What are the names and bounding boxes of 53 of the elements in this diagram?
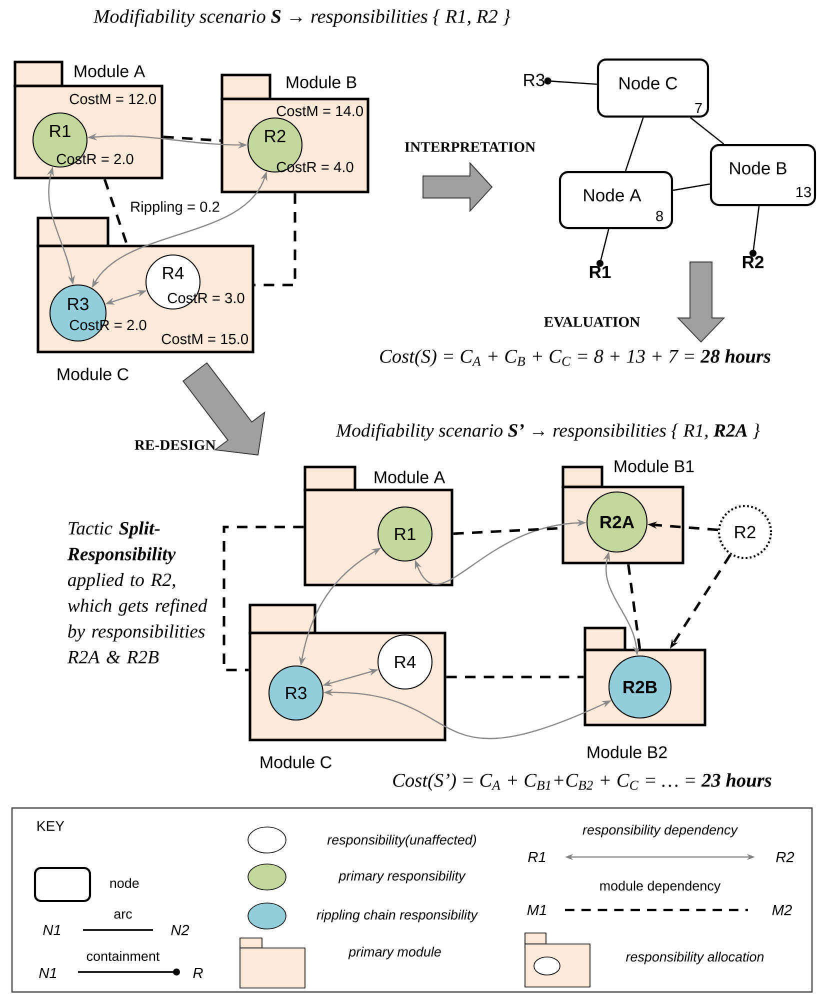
responsibility-label: R1 [590, 266, 611, 278]
legend-label: responsibility(unaffected) [327, 834, 476, 848]
symbol-label: N1 [43, 924, 60, 936]
node-label: Module A [374, 470, 446, 484]
legend-label: node [110, 878, 139, 888]
responsibility-label: R2 [742, 256, 764, 268]
step-label: RE-DESIGN [134, 440, 216, 450]
cost-formula: Cost(S’) = C$_{A}$ + C$_{B1}$+C$_{B2}$ + C$_{C}$ = … = 23 hours [393, 773, 772, 791]
node-label: Module B2 [588, 746, 667, 758]
node-label: Module B [286, 76, 356, 88]
legend-label: arc [114, 911, 132, 919]
arc-line [690, 117, 724, 144]
node-label: Module C [58, 368, 128, 380]
containment-line [596, 228, 610, 267]
step-label: EVALUATION [544, 317, 640, 327]
module-dependency-line [254, 193, 296, 286]
step-label: INTERPRETATION [404, 142, 536, 152]
symbol-label: N1 [39, 968, 56, 978]
key-title: KEY [38, 821, 64, 831]
symbol-label: R1 [528, 852, 546, 862]
title: Modifiability scenario S → responsibilities { R1, R2 } [93, 9, 510, 27]
node-label: Module C [260, 756, 332, 768]
module-dependency-line [222, 526, 304, 672]
responsibility-label: R3 [524, 74, 544, 86]
containment-line [749, 206, 760, 257]
legend-label: module dependency [600, 880, 721, 894]
containment-line [544, 77, 597, 85]
note-text: Tactic Split-Responsibility applied to R2, which gets refined by responsibilities R2A & R2B [67, 521, 208, 664]
symbol-label: M1 [527, 904, 546, 916]
arc-line [672, 183, 710, 191]
edge-label: Rippling = 0.2 [128, 200, 222, 216]
symbol-label: M2 [772, 904, 792, 916]
node-box: Node A 8 [558, 170, 674, 230]
cost-formula: Cost(S) = C$_{A}$ + C$_{B}$ + C$_{C}$ = 8 + 13 + 7 = 28 hours [380, 349, 770, 367]
module-dependency-line [103, 178, 128, 246]
scenario-heading: Modifiability scenario S’ → responsibilities { R1, R2A } [336, 423, 760, 441]
symbol-label: R2 [776, 852, 794, 862]
legend-label: rippling chain responsibility [316, 910, 478, 922]
legend-label: primary responsibility [338, 870, 466, 884]
module-dependency-line [627, 564, 642, 649]
node-box: Node C 7 [596, 58, 710, 118]
node-label: Module B1 [614, 460, 694, 472]
symbol-label: N2 [171, 924, 190, 936]
module-dependency-line [163, 136, 221, 142]
node-label: Module A [74, 64, 146, 78]
legend-label: responsibility dependency [582, 824, 738, 838]
legend-label: responsibility allocation [626, 952, 764, 964]
arc-line [624, 117, 644, 172]
legend-label: containment [86, 951, 160, 961]
legend-label: primary module [348, 946, 441, 960]
node-box: Node B 13 [710, 144, 816, 206]
symbol-label: R [193, 968, 203, 978]
module-dependency-line [446, 676, 584, 678]
